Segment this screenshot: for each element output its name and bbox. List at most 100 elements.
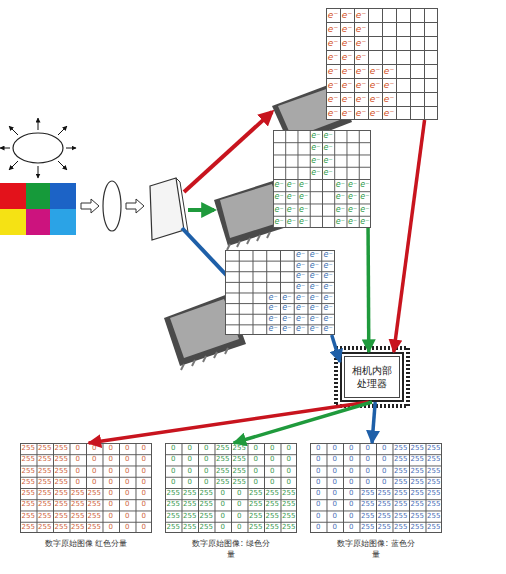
pixel-value: 0: [86, 454, 103, 465]
pixel-value: 0: [343, 522, 360, 533]
processor-pins: [336, 348, 408, 406]
pixel-value: 255: [53, 466, 70, 477]
pixel-value: 255: [20, 511, 37, 522]
electron-mark: e⁻: [266, 303, 280, 314]
electron-mark: e⁻: [273, 204, 285, 216]
light-source: [0, 118, 76, 178]
electron-mark: e⁻: [354, 8, 368, 22]
pixel-value: 255: [426, 511, 443, 522]
pixel-value: 0: [264, 454, 281, 465]
electron-mark: e⁻: [321, 303, 335, 314]
grid-caption: 数字原始图像 红色分量: [44, 538, 128, 549]
electron-mark: e⁻: [310, 167, 322, 179]
pixel-value: 0: [119, 454, 136, 465]
electron-mark: e⁻: [354, 22, 368, 36]
pixel-value: 0: [360, 454, 377, 465]
pixel-value: 255: [426, 522, 443, 533]
pixel-value: 0: [376, 466, 393, 477]
pixel-value: 255: [409, 511, 426, 522]
pixel-value: 0: [310, 466, 327, 477]
pixel-value: 0: [182, 443, 199, 454]
pixel-value: 0: [231, 488, 248, 499]
pixel-value: 255: [37, 466, 54, 477]
pixel-value: 255: [182, 522, 199, 533]
pixel-value: 0: [215, 522, 232, 533]
electron-mark: e⁻: [321, 314, 335, 325]
electron-mark: e⁻: [294, 314, 308, 325]
pixel-value: 0: [103, 499, 120, 510]
electron-mark: e⁻: [382, 64, 396, 78]
pixel-value: 0: [343, 499, 360, 510]
pixel-value: 0: [327, 488, 344, 499]
pixel-value: 0: [70, 454, 87, 465]
pixel-value: 255: [281, 488, 298, 499]
electron-mark: e⁻: [298, 191, 310, 203]
pixel-value: 255: [426, 488, 443, 499]
pixel-value: 0: [343, 511, 360, 522]
electron-mark: e⁻: [382, 78, 396, 92]
pixel-value: 255: [20, 454, 37, 465]
electron-mark: e⁻: [308, 261, 322, 272]
pixel-value-grid: 0000025525525500000255255255000002552552…: [310, 443, 442, 533]
pixel-value: 255: [198, 522, 215, 533]
pixel-value: 0: [103, 454, 120, 465]
electron-mark: e⁻: [322, 130, 334, 142]
pixel-value: 0: [86, 466, 103, 477]
pixel-value: 255: [53, 488, 70, 499]
electron-mark: e⁻: [334, 191, 346, 203]
pixel-value: 0: [360, 466, 377, 477]
electron-mark: e⁻: [340, 50, 354, 64]
pixel-value: 0: [165, 466, 182, 477]
pixel-value: 255: [248, 522, 265, 533]
electron-mark: e⁻: [347, 204, 359, 216]
pixel-value: 0: [310, 499, 327, 510]
pixel-value: 255: [182, 511, 199, 522]
pixel-value: 255: [165, 499, 182, 510]
grid-caption: 数字原始图像: 蓝色分量: [334, 538, 418, 560]
electron-mark: e⁻: [321, 293, 335, 304]
electron-mark: e⁻: [359, 216, 371, 228]
pixel-value: 255: [198, 511, 215, 522]
pixel-value: 255: [20, 466, 37, 477]
pixel-value: 255: [393, 443, 410, 454]
pixel-value: 255: [360, 488, 377, 499]
pixel-value: 0: [198, 477, 215, 488]
electron-mark: e⁻: [322, 155, 334, 167]
sensor-grid: e⁻e⁻e⁻e⁻e⁻e⁻e⁻e⁻e⁻e⁻e⁻e⁻e⁻e⁻e⁻e⁻e⁻e⁻e⁻e⁻…: [273, 130, 371, 228]
signal-arrow: [89, 402, 369, 443]
pixel-value: 255: [231, 454, 248, 465]
pixel-value: 0: [264, 477, 281, 488]
electron-mark: e⁻: [322, 142, 334, 154]
electron-mark: e⁻: [326, 78, 340, 92]
electron-mark: e⁻: [354, 36, 368, 50]
pixel-value: 0: [215, 499, 232, 510]
electron-mark: e⁻: [354, 92, 368, 106]
electron-mark: e⁻: [310, 130, 322, 142]
pixel-value: 255: [426, 499, 443, 510]
electron-mark: e⁻: [308, 282, 322, 293]
pixel-value: 0: [198, 454, 215, 465]
pixel-value: 255: [426, 443, 443, 454]
pixel-value: 0: [215, 511, 232, 522]
electron-mark: e⁻: [382, 106, 396, 120]
pixel-value: 0: [310, 488, 327, 499]
pixel-value: 255: [281, 522, 298, 533]
pixel-value: 0: [119, 443, 136, 454]
pixel-value: 255: [215, 477, 232, 488]
electron-mark: e⁻: [294, 303, 308, 314]
pixel-value: 0: [327, 443, 344, 454]
pixel-value: 255: [360, 522, 377, 533]
electron-mark: e⁻: [280, 314, 294, 325]
electron-mark: e⁻: [285, 179, 297, 191]
pixel-value: 0: [310, 511, 327, 522]
pixel-value: 255: [182, 488, 199, 499]
pixel-value: 255: [248, 488, 265, 499]
electron-mark: e⁻: [359, 191, 371, 203]
pixel-value: 255: [70, 511, 87, 522]
pixel-value: 255: [264, 511, 281, 522]
pixel-value: 255: [264, 488, 281, 499]
pixel-value: 255: [165, 511, 182, 522]
signal-arrow: [366, 228, 370, 352]
signal-arrow: [234, 402, 372, 443]
electron-mark: e⁻: [285, 191, 297, 203]
